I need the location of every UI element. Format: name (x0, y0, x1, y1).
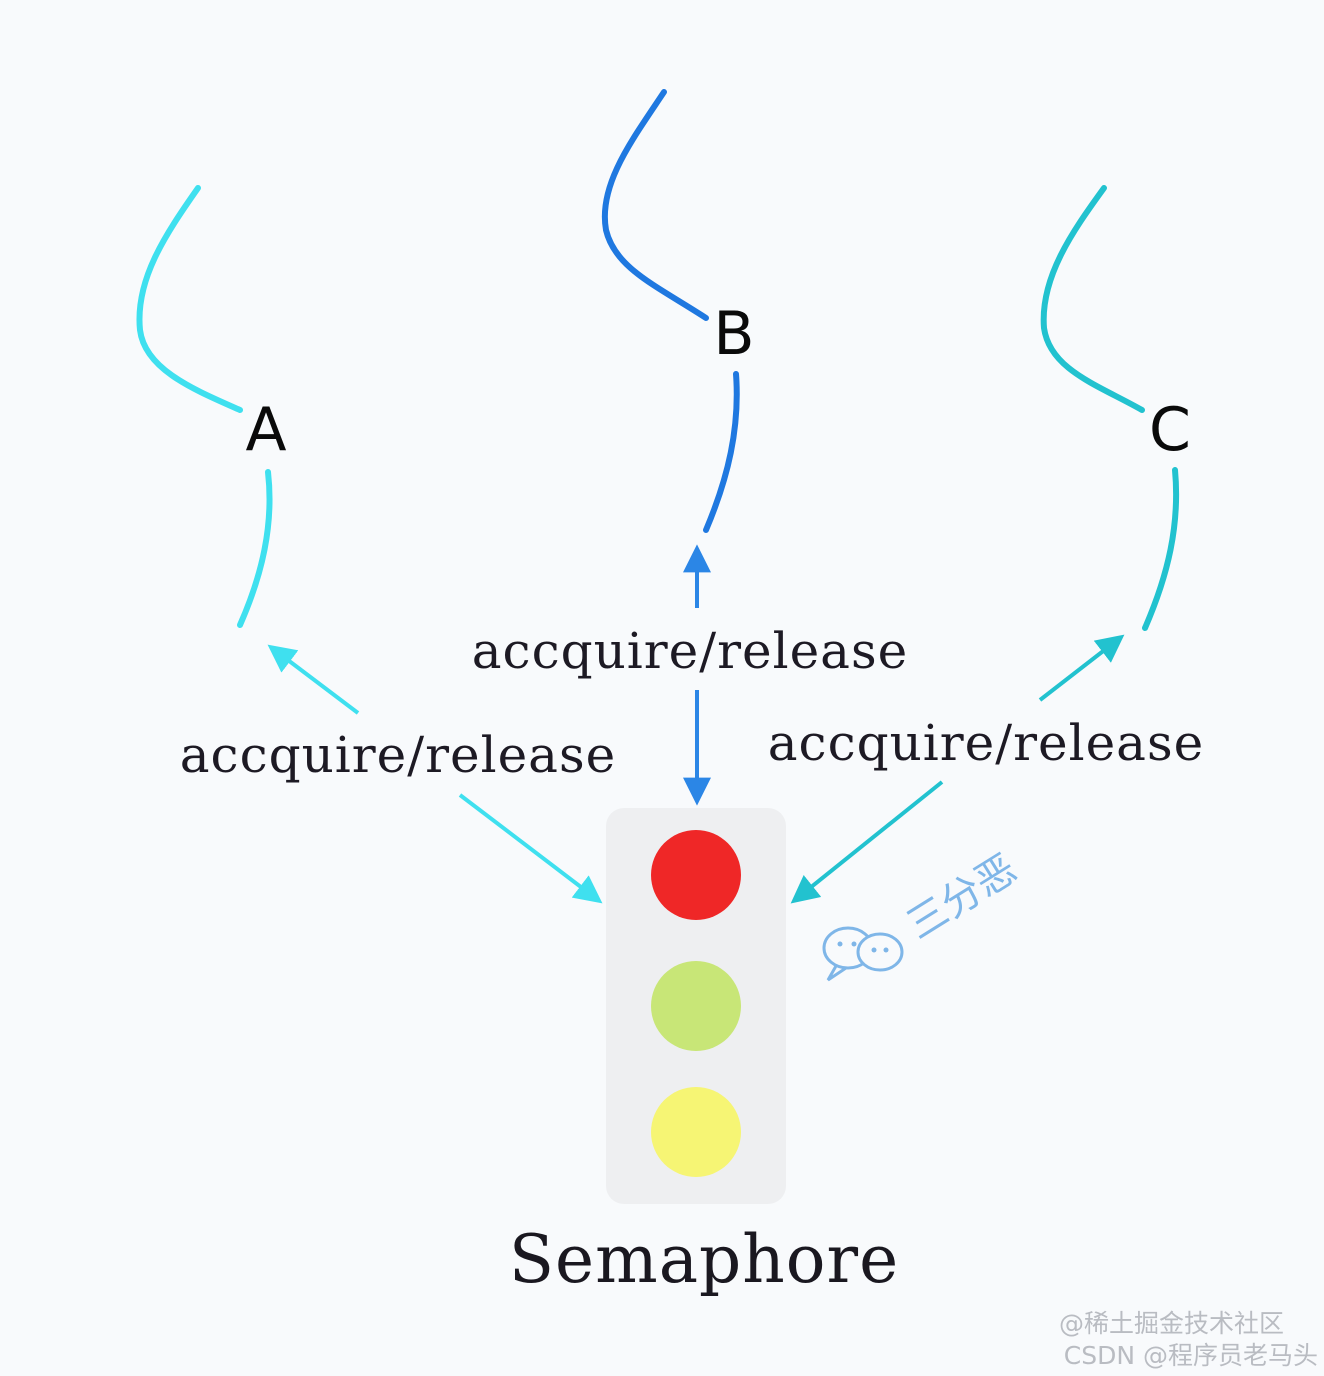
thread-c-line-lower (1142, 467, 1180, 631)
operation-label-b: accquire/release (472, 622, 908, 680)
thread-b-line-upper (601, 89, 709, 321)
operation-label-a: accquire/release (180, 726, 616, 784)
thread-b-label: B (713, 299, 754, 369)
operation-label-c: accquire/release (768, 714, 1204, 772)
thread-a: A (136, 185, 287, 628)
green-light (651, 961, 741, 1051)
arrow-a-up (267, 644, 360, 715)
footer-credit-line1: @稀土掘金技术社区 (1059, 1309, 1284, 1338)
thread-b: B (601, 89, 755, 533)
yellow-light (651, 1087, 741, 1177)
arrow-c-down (790, 780, 944, 904)
thread-c-line-upper (1040, 185, 1145, 413)
arrow-a-down (458, 793, 603, 904)
wechat-icon (822, 926, 904, 982)
footer-credit-line2: CSDN @程序员老马头 (1064, 1341, 1318, 1370)
thread-a-line-upper (136, 185, 243, 413)
thread-b-line-lower (703, 371, 740, 533)
thread-a-label: A (245, 395, 286, 465)
arrow-c-up (1038, 634, 1125, 702)
watermark: 三分恶 (822, 846, 1025, 982)
semaphore-title: Semaphore (509, 1221, 899, 1298)
arrow-c (790, 634, 1125, 904)
semaphore-traffic-light (606, 808, 786, 1204)
watermark-text: 三分恶 (899, 846, 1025, 949)
thread-a-line-lower (237, 469, 273, 628)
arrow-a (267, 644, 603, 904)
thread-c-label: C (1149, 395, 1191, 465)
red-light (651, 830, 741, 920)
thread-c: C (1040, 185, 1191, 631)
